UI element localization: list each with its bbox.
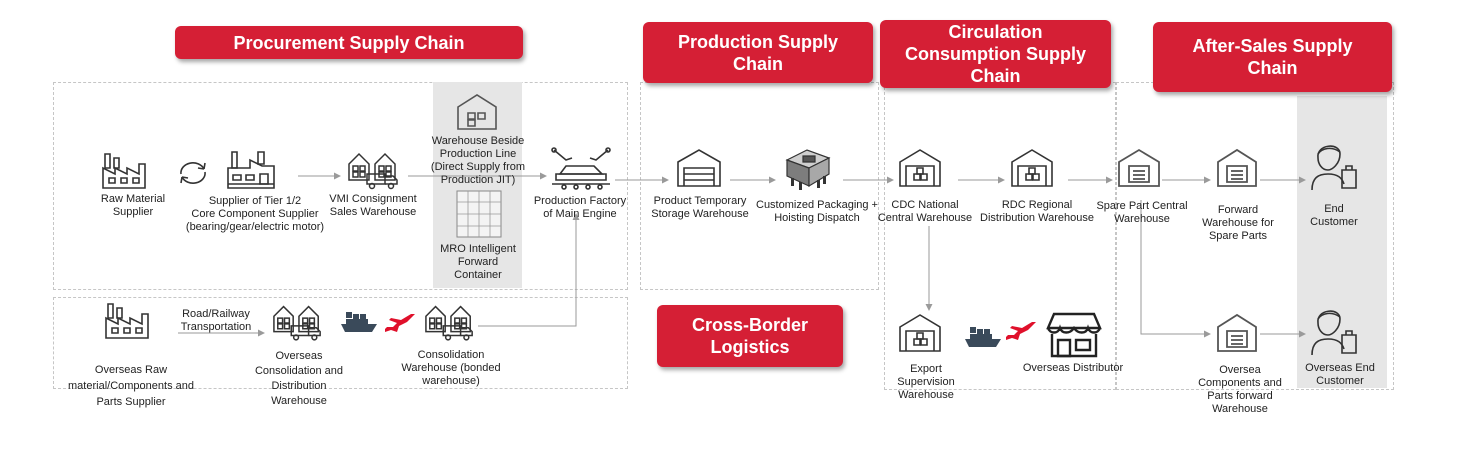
ship-icon xyxy=(341,312,377,332)
warehouse-icon xyxy=(424,302,476,342)
cycle-icon xyxy=(176,160,210,186)
ship-icon xyxy=(965,327,1001,347)
node-overseas-raw-supplier: Overseas Raw material/Components and Par… xyxy=(68,364,194,408)
node-mro-container: MRO Intelligent Forward Container xyxy=(440,243,516,281)
storefront-icon xyxy=(1046,312,1102,358)
robot-arm-icon xyxy=(550,146,612,190)
banner-cross-border: Cross-Border Logistics xyxy=(657,305,843,367)
warehouse-icon xyxy=(898,313,942,353)
warehouse-icon xyxy=(1010,148,1054,188)
procurement-domestic-region xyxy=(53,82,628,290)
factory-icon xyxy=(104,300,150,340)
warehouse-icon xyxy=(347,150,401,190)
node-product-temp-storage: Product Temporary Storage Warehouse xyxy=(651,195,749,220)
warehouse-icon xyxy=(898,148,942,188)
warehouse-icon xyxy=(1216,148,1258,188)
banner-after-sales: After-Sales Supply Chain xyxy=(1153,22,1392,92)
warehouse-icon xyxy=(272,302,324,342)
node-overseas-forward: Oversea Components and Parts forward War… xyxy=(1198,364,1282,415)
plane-icon xyxy=(1006,322,1036,340)
chip-package-icon xyxy=(781,146,833,190)
banner-procurement: Procurement Supply Chain xyxy=(175,26,523,59)
node-overseas-consolidation: Overseas Consolidation and Distribution … xyxy=(254,350,344,407)
node-end-customer: End Customer xyxy=(1310,203,1358,228)
factory-icon xyxy=(226,148,278,190)
warehouse-icon xyxy=(456,93,498,131)
node-customized-packaging: Customized Packaging + Hoisting Dispatch xyxy=(756,199,878,224)
factory-icon xyxy=(101,150,147,190)
customer-icon xyxy=(1310,140,1360,192)
customer-icon xyxy=(1310,305,1360,357)
node-overseas-end-customer: Overseas End Customer xyxy=(1305,362,1375,387)
node-raw-material-supplier: Raw Material Supplier xyxy=(100,193,166,218)
container-icon xyxy=(456,190,502,238)
node-overseas-distributor: Overseas Distributor xyxy=(1022,362,1124,374)
label-road-railway: Road/Railway Transportation xyxy=(180,308,252,333)
node-cdc-warehouse: CDC National Central Warehouse xyxy=(877,199,973,224)
node-vmi-warehouse: VMI Consignment Sales Warehouse xyxy=(329,193,417,218)
plane-icon xyxy=(385,314,415,332)
node-rdc-warehouse: RDC Regional Distribution Warehouse xyxy=(980,199,1094,224)
banner-production: Production Supply Chain xyxy=(643,22,873,83)
node-consolidation-bonded: Consolidation Warehouse (bonded warehous… xyxy=(401,349,501,387)
node-warehouse-beside-line: Warehouse Beside Production Line (Direct… xyxy=(430,135,526,186)
node-spare-part-central: Spare Part Central Warehouse xyxy=(1096,200,1188,225)
node-forward-spare-parts: Forward Warehouse for Spare Parts xyxy=(1202,204,1274,242)
node-export-supervision: Export Supervision Warehouse xyxy=(897,363,955,401)
warehouse-icon xyxy=(676,148,722,188)
warehouse-icon xyxy=(1216,313,1258,353)
node-production-factory: Production Factory of Main Engine xyxy=(533,195,627,220)
warehouse-icon xyxy=(1117,148,1161,188)
banner-circulation: Circulation Consumption Supply Chain xyxy=(880,20,1111,88)
procurement-overseas-region xyxy=(53,297,628,389)
node-tier-supplier: Supplier of Tier 1/2 Core Component Supp… xyxy=(185,195,325,233)
